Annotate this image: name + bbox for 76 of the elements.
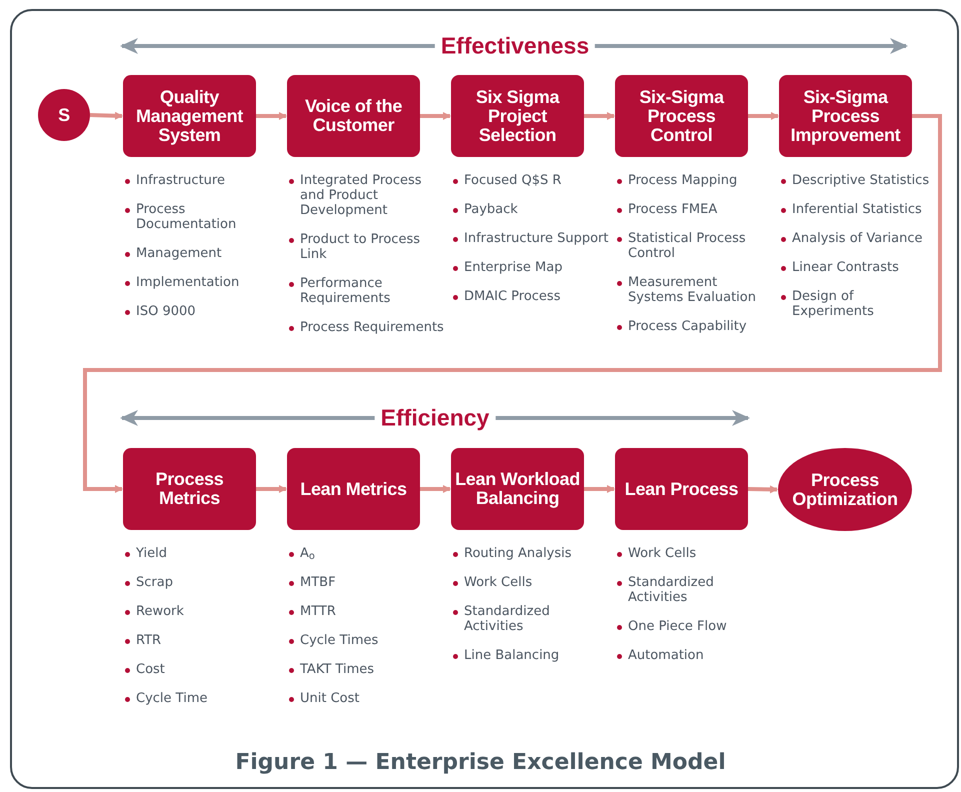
box-title: S [57, 106, 71, 124]
bullet-text: Process FMEA [628, 202, 718, 217]
bullet-text: Line Balancing [464, 648, 560, 663]
bullet-text: One Piece Flow [628, 619, 727, 634]
bullet-text: Design of Experiments [792, 289, 875, 319]
bullet-text: Process Capability [628, 319, 747, 334]
process-box [123, 448, 256, 530]
box-title: Process Optimization [791, 470, 899, 508]
bullet-text: Rework [136, 604, 184, 619]
box-title: Lean Process [624, 480, 740, 498]
bullet-text: DMAIC Process [464, 289, 560, 304]
process-box [287, 448, 420, 530]
bullet-text: Work Cells [464, 575, 532, 590]
bullet-text: Implementation [136, 275, 240, 290]
bullet-text: TAKT Times [300, 662, 374, 677]
bullet-text: Measurement Systems Evaluation [628, 275, 757, 305]
arrow [256, 485, 287, 493]
process-box [779, 75, 912, 157]
box-title: Six-Sigma Process Control [638, 88, 726, 144]
process-box [615, 75, 748, 157]
bullet-text: RTR [136, 633, 162, 648]
bullet-text: Infrastructure Support [464, 231, 608, 246]
box-title: Six Sigma Project Selection [474, 88, 561, 144]
box-title: Process Metrics [154, 470, 224, 508]
bullet-text: A$_{o}$ [300, 546, 315, 561]
arrow [420, 112, 451, 120]
bullet-text: Cost [136, 662, 165, 677]
arrow [748, 112, 779, 120]
bullet-text: Automation [628, 648, 704, 663]
bullet-text: Yield [136, 546, 167, 561]
arrow [83, 114, 942, 493]
bullet-text: Work Cells [628, 546, 696, 561]
arrow [256, 112, 287, 120]
bullet-text: Process Documentation [136, 202, 238, 232]
box-title: Quality Management System [134, 88, 244, 144]
figure-caption: Figure 1 — Enterprise Excellence Model [234, 749, 727, 777]
bullet-text: Enterprise Map [464, 260, 562, 275]
bullet-text: Linear Contrasts [792, 260, 899, 275]
bullet-text: MTTR [300, 604, 336, 619]
bullet-text: Focused Q$S R [464, 173, 562, 188]
arrow [420, 485, 451, 493]
process-box [451, 448, 584, 530]
arrow [584, 485, 615, 493]
bullet-text: Cycle Times [300, 633, 378, 648]
bullet-text: Performance Requirements [300, 276, 392, 306]
bullet-text: Integrated Process and Product Development [300, 173, 423, 218]
box-title: Six-Sigma Process Improvement [790, 88, 902, 144]
arrow [90, 112, 123, 120]
bullet-text: Statistical Process Control [628, 231, 747, 261]
process-box [451, 75, 584, 157]
box-title: Voice of the Customer [304, 97, 404, 135]
bullet-text: Descriptive Statistics [792, 173, 930, 188]
bullet-text: Management [136, 246, 222, 261]
arrow [748, 485, 778, 494]
bullet-text: MTBF [300, 575, 336, 590]
bullet-text: Process Requirements [300, 320, 444, 335]
bullet-text: Unit Cost [300, 691, 360, 706]
arrow [584, 112, 615, 120]
process-box [615, 448, 748, 530]
bullet-text: Product to Process Link [300, 232, 421, 262]
bullet-text: Cycle Time [136, 691, 208, 706]
box-title: Lean Metrics [299, 480, 408, 498]
process-box [123, 75, 256, 157]
bullet-text: Standardized Activities [464, 604, 551, 634]
bullet-text: Analysis of Variance [792, 231, 923, 246]
box-title: Lean Workload Balancing [454, 470, 581, 508]
process-box [287, 75, 420, 157]
bullet-text: ISO 9000 [136, 304, 196, 319]
bullet-text: Routing Analysis [464, 546, 572, 561]
bullet-text: Payback [464, 202, 518, 217]
bullet-text: Inferential Statistics [792, 202, 922, 217]
bullet-text: Process Mapping [628, 173, 738, 188]
section-heading: Efficiency [374, 406, 496, 430]
bullet-text: Standardized Activities [628, 575, 715, 605]
bullet-text: Infrastructure [136, 173, 225, 188]
bullet-text: Scrap [136, 575, 173, 590]
